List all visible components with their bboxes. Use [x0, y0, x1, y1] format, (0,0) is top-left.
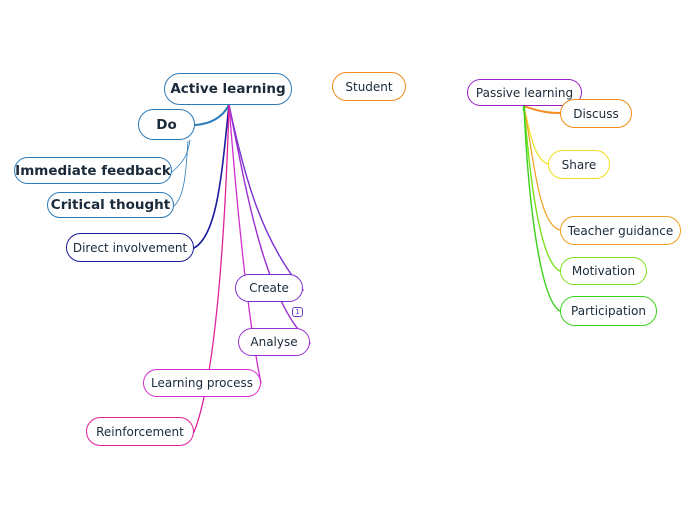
- node-label: Passive learning: [475, 85, 574, 100]
- connector-teacher-guidance: [523, 105, 561, 231]
- node-label: Critical thought: [50, 197, 171, 213]
- node-share[interactable]: Share: [548, 150, 610, 179]
- node-label: Discuss: [573, 106, 619, 121]
- node-student[interactable]: Student: [332, 72, 406, 101]
- node-label: Learning process: [150, 376, 254, 390]
- node-participation[interactable]: Participation: [560, 296, 657, 326]
- node-teacher-guidance[interactable]: Teacher guidance: [560, 216, 681, 245]
- node-motivation[interactable]: Motivation: [560, 257, 647, 285]
- connector-analyse: [228, 104, 311, 344]
- node-critical-thought[interactable]: Critical thought: [47, 192, 174, 218]
- connector-direct-involvement: [193, 104, 230, 249]
- connector-critical-thought: [173, 140, 189, 207]
- node-label: Immediate feedback: [15, 162, 171, 179]
- connector-learning-process: [228, 104, 262, 384]
- connector-share: [523, 105, 549, 165]
- node-reinforcement[interactable]: Reinforcement: [86, 417, 194, 446]
- connector-motivation: [523, 105, 561, 272]
- node-label: Do: [156, 116, 177, 133]
- connector-do: [194, 104, 230, 126]
- node-active-learning[interactable]: Active learning: [164, 73, 292, 105]
- node-label: Student: [345, 79, 393, 94]
- connector-participation: [523, 105, 561, 312]
- node-label: Motivation: [571, 264, 636, 278]
- connector-immediate-feedback: [171, 139, 191, 173]
- node-immediate-feedback[interactable]: Immediate feedback: [14, 157, 172, 184]
- collapsed-count-badge[interactable]: 1: [292, 307, 303, 317]
- node-label: Analyse: [250, 335, 298, 349]
- node-analyse[interactable]: Analyse: [238, 328, 310, 356]
- node-direct-involvement[interactable]: Direct involvement: [66, 233, 194, 262]
- node-label: Active learning: [170, 81, 286, 97]
- node-discuss[interactable]: Discuss: [560, 99, 632, 128]
- connector-discuss: [523, 105, 561, 114]
- node-label: Share: [561, 157, 597, 172]
- node-passive-learning[interactable]: Passive learning: [467, 79, 582, 106]
- node-label: Teacher guidance: [567, 223, 674, 238]
- node-label: Direct involvement: [72, 240, 188, 255]
- node-label: Reinforcement: [96, 424, 184, 439]
- node-label: Create: [249, 281, 289, 295]
- node-label: Participation: [571, 304, 646, 318]
- node-create[interactable]: Create: [235, 274, 303, 302]
- connector-reinforcement: [193, 104, 230, 433]
- node-learning-process[interactable]: Learning process: [143, 369, 261, 397]
- node-do[interactable]: Do: [138, 109, 195, 140]
